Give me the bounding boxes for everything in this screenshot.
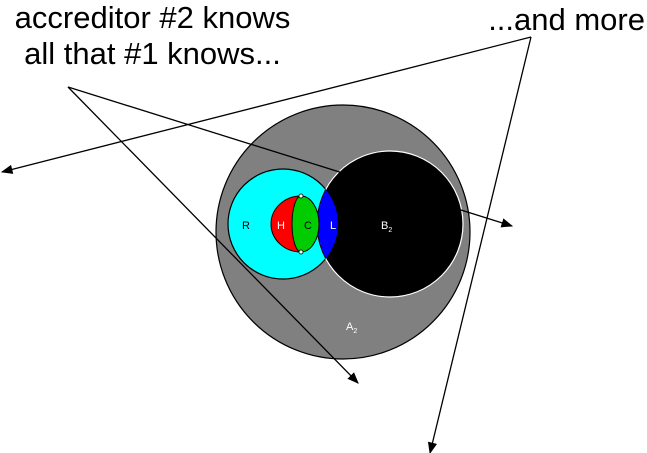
label-l: L (330, 220, 336, 232)
caption-accreditor: accreditor #2 knows all that #1 knows... (0, 0, 305, 72)
arrow-left-to-bottom (67, 86, 359, 384)
label-a2: A2 (346, 321, 357, 335)
label-c: C (304, 220, 312, 232)
label-h: H (277, 220, 285, 232)
label-r: R (242, 220, 250, 232)
caption-and-more: ...and more (488, 2, 645, 37)
arrow-right-to-bottom (427, 36, 532, 453)
caption-accreditor-line2: all that #1 knows... (24, 36, 281, 71)
region-b2-circle (316, 150, 464, 298)
label-b2: B2 (381, 220, 392, 234)
arrow-left-to-venn (67, 86, 514, 228)
junction-bottom-marker (298, 249, 304, 255)
caption-accreditor-line1: accreditor #2 knows (14, 0, 291, 35)
junction-top-marker (298, 193, 304, 199)
arrow-right-to-left-edge (0, 36, 532, 174)
